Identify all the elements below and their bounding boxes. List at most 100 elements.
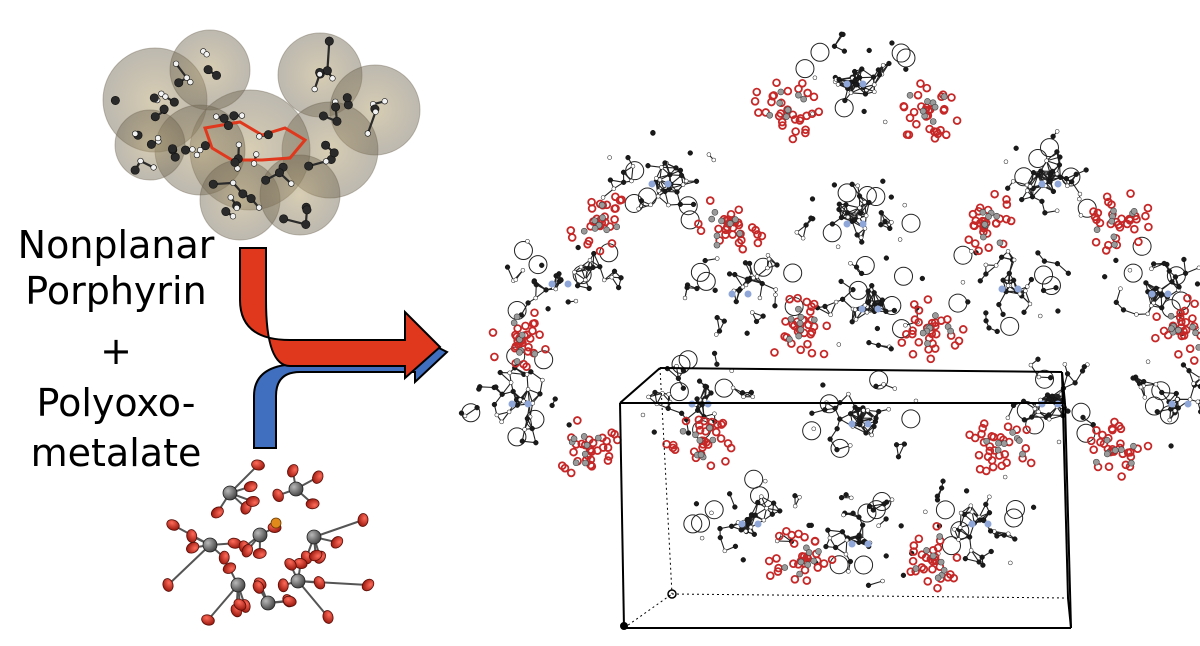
carbon-atom	[491, 401, 498, 408]
hydrogen-atom	[764, 505, 769, 511]
hydrogen-atom	[611, 186, 617, 191]
carbon-atom	[772, 303, 778, 309]
carbon-atom	[962, 556, 969, 562]
carbon-atom	[274, 168, 284, 178]
hydrogen-atom	[743, 528, 749, 534]
oxygen-atom	[790, 575, 800, 584]
carbon-atom	[1042, 210, 1048, 216]
oxygen-atom	[713, 420, 722, 429]
metal-atom	[805, 549, 813, 556]
carbon-atom	[732, 271, 738, 278]
framework-bond	[602, 188, 615, 198]
carbon-atom	[825, 527, 831, 533]
carbon-atom	[1021, 417, 1028, 423]
hydrogen-atom	[1127, 267, 1133, 273]
hydrogen-atom	[880, 578, 885, 584]
hydrogen-atom	[797, 494, 802, 500]
hydrogen-atom	[255, 204, 263, 211]
hydrogen-atom	[715, 256, 720, 261]
carbon-atom	[983, 271, 989, 277]
oxygen-atom	[569, 447, 578, 457]
carbon-atom	[1030, 170, 1037, 176]
metal-atom	[709, 436, 717, 444]
oxygen-atom	[1189, 356, 1199, 365]
hydrogen-atom	[848, 443, 853, 448]
phenyl-ring	[935, 500, 955, 520]
carbon-atom	[693, 501, 700, 507]
oxygen-atom	[567, 233, 577, 242]
carbon-atom	[986, 510, 993, 516]
carbon-atom	[806, 522, 812, 529]
carbon-atom	[871, 290, 877, 296]
carbon-atom	[889, 40, 895, 46]
carbon-atom	[822, 303, 828, 310]
carbon-atom	[744, 276, 750, 282]
nitrogen-atom	[858, 305, 866, 313]
metal-atom	[995, 439, 1002, 447]
oxygen-atom	[587, 204, 597, 213]
hydrogen-atom	[841, 512, 846, 518]
hydrogen-atom	[765, 253, 771, 258]
oxygen-atom	[718, 418, 728, 428]
carbon-atom	[1047, 179, 1053, 185]
hydrogen-atom	[1003, 159, 1009, 164]
hydrogen-atom	[189, 146, 196, 153]
carbon-atom	[877, 301, 884, 307]
carbon-atom	[230, 157, 240, 167]
oxygen-atom	[322, 610, 334, 624]
carbon-atom	[842, 97, 848, 104]
oxygen-atom	[1126, 189, 1135, 198]
carbon-atom	[831, 43, 838, 49]
oxygen-atom	[595, 246, 605, 256]
metal-atom	[1130, 442, 1137, 450]
carbon-atom	[712, 287, 718, 293]
oxygen-atom	[233, 598, 247, 611]
carbon-atom	[851, 217, 858, 223]
hydrogen-atom	[1157, 287, 1163, 293]
framework-bond	[529, 403, 534, 417]
oxygen-atom	[662, 439, 671, 449]
hydrogen-atom	[759, 494, 764, 499]
hydrogen-atom	[699, 535, 705, 541]
phenyl-ring	[1014, 167, 1034, 187]
carbon-atom	[859, 66, 865, 72]
oxygen-atom	[990, 189, 999, 199]
carbon-atom	[1028, 276, 1035, 283]
carbon-atom	[774, 262, 780, 268]
hydrogen-atom	[656, 188, 662, 194]
carbon-atom	[711, 350, 718, 357]
metal-atom	[202, 537, 218, 553]
oxygen-atom	[785, 294, 794, 304]
metal-atom	[919, 107, 927, 115]
nitrogen-atom	[728, 290, 736, 298]
phenyl-ring	[795, 59, 815, 79]
metal-atom	[795, 332, 803, 340]
oxygen-atom	[361, 578, 375, 592]
hydrogen-atom	[983, 262, 989, 268]
oxygen-atom	[277, 578, 289, 593]
carbon-atom	[873, 415, 879, 421]
carbon-atom	[1090, 421, 1096, 428]
carbon-atom	[996, 301, 1002, 308]
phenyl-ring	[1004, 508, 1024, 528]
carbon-atom	[1040, 287, 1047, 294]
metal-atom	[713, 241, 721, 249]
hydrogen-atom	[600, 195, 606, 200]
hydrogen-atom	[836, 342, 842, 347]
oxygen-atom	[1152, 312, 1161, 321]
hydrogen-atom	[765, 265, 770, 271]
hydrogen-atom	[288, 180, 295, 187]
nitrogen-atom	[508, 400, 516, 408]
phenyl-ring	[830, 438, 850, 458]
framework-bond	[527, 389, 534, 404]
metal-atom	[1175, 326, 1182, 334]
carbon-atom	[716, 328, 723, 334]
oxygen-atom	[284, 558, 297, 571]
metal-atom	[931, 103, 939, 111]
hydrogen-atom	[882, 119, 888, 125]
carbon-atom	[853, 264, 860, 270]
phenyl-ring	[1132, 236, 1152, 256]
metal-atom	[1108, 217, 1116, 225]
hydrogen-atom	[1118, 286, 1123, 291]
